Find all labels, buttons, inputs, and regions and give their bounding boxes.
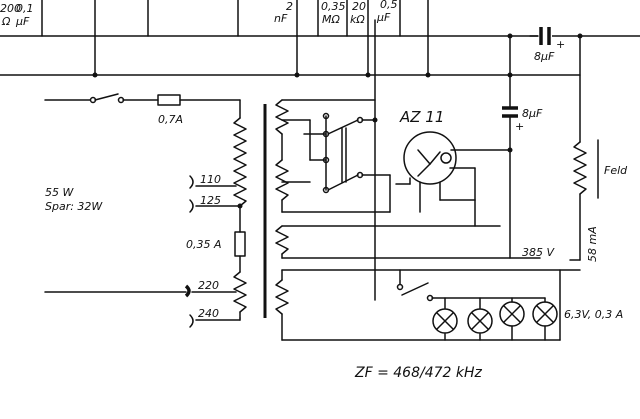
label-cap-2: 2	[286, 0, 293, 13]
secondary-hv-winding	[275, 99, 391, 213]
label-power-rating: 55 W	[45, 186, 74, 199]
label-unit-mohm: MΩ	[322, 13, 340, 26]
label-tap-110: 110	[200, 173, 221, 186]
pilot-lamp	[432, 308, 458, 334]
capacitor-top-right	[529, 26, 552, 46]
label-cap-top-right: 8μF	[534, 50, 555, 63]
label-fuse-main: 0,7A	[158, 113, 183, 126]
label-unit-omega: Ω	[1, 15, 11, 28]
label-fuse-035: 0,35 A	[186, 238, 222, 251]
label-unit-uf2: μF	[376, 11, 391, 24]
secondary-selector-switch	[322, 112, 391, 213]
label-spar-rating: Spar: 32W	[45, 200, 103, 213]
mains-input-top	[44, 93, 241, 119]
pilot-lamp	[499, 301, 525, 327]
lamp-circuit	[396, 269, 561, 341]
field-coil	[569, 35, 599, 261]
label-tap-125: 125	[200, 194, 221, 207]
rectifier-tube	[395, 131, 511, 227]
top-bus-junctions	[92, 33, 583, 78]
label-plus-top: +	[556, 38, 565, 51]
label-unit-kohm: kΩ	[350, 13, 365, 26]
pilot-lamp	[532, 301, 558, 327]
primary-winding	[233, 117, 247, 319]
label-current: 58 mA	[586, 226, 599, 262]
label-tap-220: 220	[198, 279, 219, 292]
label-tube: AZ 11	[399, 108, 444, 126]
label-cap-200: 200	[0, 2, 21, 15]
label-lamp-rating: 6,3V, 0,3 A	[564, 308, 623, 321]
label-res-035: 0,35	[321, 0, 346, 13]
filter-capacitor	[502, 74, 518, 259]
lamp-winding	[275, 269, 581, 341]
label-cap-01: 0,1	[16, 2, 34, 15]
label-cap-filter: 8μF	[522, 107, 543, 120]
label-unit-nf: nF	[274, 12, 288, 25]
label-field: Feld	[604, 164, 628, 177]
label-plus-filter: +	[515, 120, 524, 133]
label-unit-uf: μF	[15, 15, 30, 28]
label-tap-240: 240	[198, 307, 219, 320]
label-if-frequency: ZF = 468/472 kHz	[354, 365, 483, 381]
pilot-lamp	[467, 308, 493, 334]
label-cap-05: 0,5	[380, 0, 398, 11]
label-voltage: 385 V	[522, 246, 555, 259]
voltage-taps	[44, 175, 243, 328]
label-res-20: 20	[352, 0, 366, 13]
rectifier-heater-winding	[275, 225, 541, 259]
